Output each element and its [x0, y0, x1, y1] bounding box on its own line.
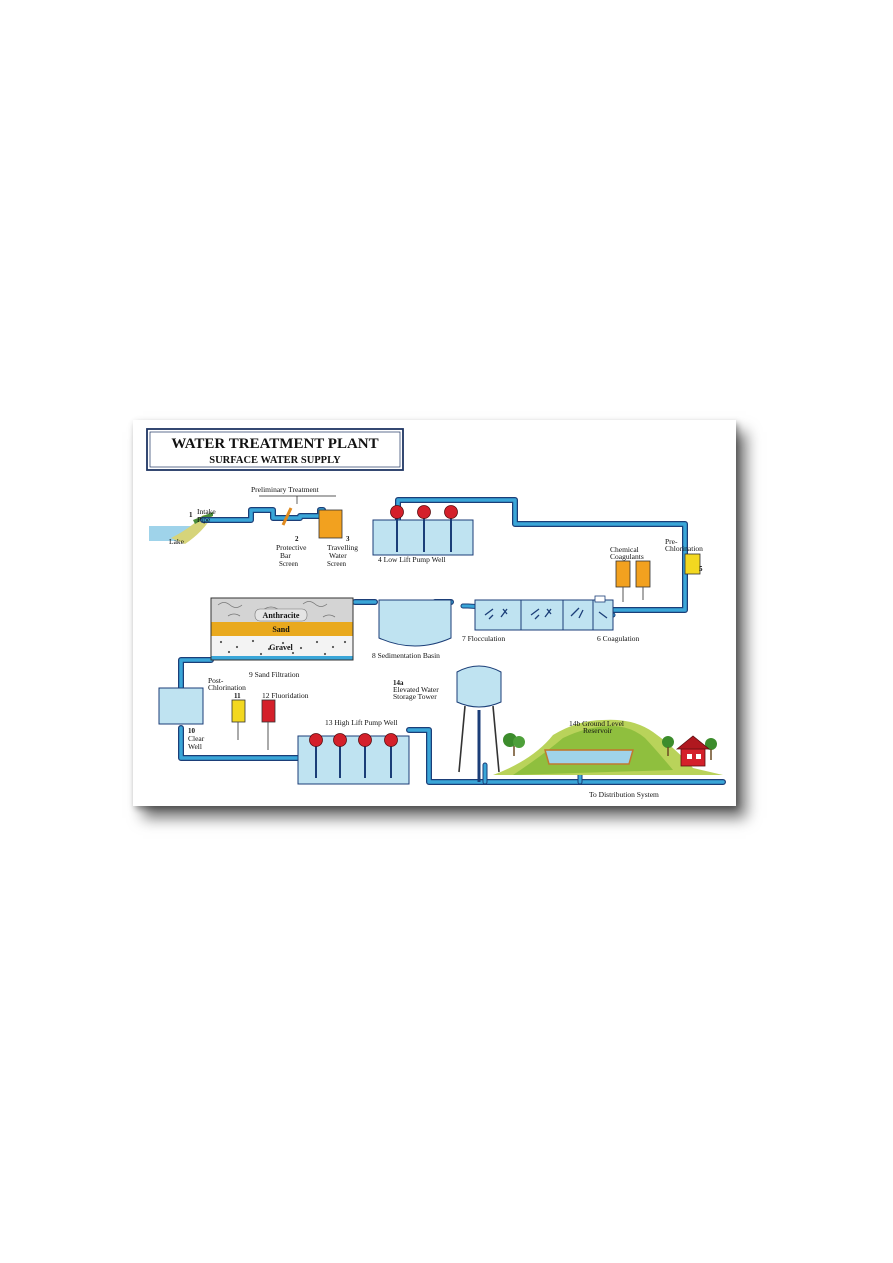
label-bar-number: 2	[295, 535, 299, 543]
clear-well	[158, 687, 204, 725]
label-travelling-line1: Travelling	[327, 543, 358, 552]
flocculation-basin	[474, 595, 614, 631]
label-clear-well-number: 10	[188, 727, 196, 735]
label-intake-line2: Pipe	[197, 515, 211, 524]
bar-screen	[281, 507, 293, 526]
pre-chlorination-tank	[684, 553, 701, 575]
label-distribution-system: To Distribution System	[589, 790, 659, 799]
post-chlorination-tank	[231, 699, 246, 740]
label-intake-number: 1	[189, 511, 193, 519]
sedimentation-basin	[378, 599, 452, 647]
label-fluoridation: 12 Fluoridation	[262, 691, 309, 700]
pump-motor-icon	[309, 733, 323, 778]
label-chemical-line1: Chemical	[610, 545, 639, 554]
ground-level-reservoir	[493, 719, 723, 775]
layer-label-gravel: Gravel	[269, 643, 293, 652]
chemical-coagulant-tanks	[615, 560, 651, 602]
label-coagulation: 6 Coagulation	[597, 634, 640, 643]
label-post-chlorination-line2: Chlorination	[208, 683, 246, 692]
label-tower-line1: Elevated Water	[393, 685, 439, 694]
pump-motor-icon	[390, 505, 404, 552]
label-bar-line1: Protective	[276, 543, 307, 552]
label-high-lift-pump-well: 13 High Lift Pump Well	[325, 718, 398, 727]
label-clear-well-line1: Clear	[188, 734, 205, 743]
pump-motor-icon	[417, 505, 431, 552]
pump-motor-icon	[333, 733, 347, 778]
label-pre-chlorination-number: 5	[699, 565, 703, 573]
tree-icon	[705, 738, 717, 760]
label-clear-well-line2: Well	[188, 742, 202, 751]
water-treatment-diagram: WATER TREATMENT PLANT SURFACE WATER SUPP…	[146, 428, 726, 799]
label-low-lift-pump-well: 4 Low Lift Pump Well	[378, 555, 446, 564]
label-travelling-line2: Water	[329, 551, 347, 560]
fluoridation-tank	[261, 699, 276, 750]
layer-label-anthracite: Anthracite	[263, 611, 300, 620]
page-title: WATER TREATMENT PLANT	[171, 436, 378, 452]
high-lift-pump-well	[297, 733, 410, 785]
pump-motor-icon	[358, 733, 372, 778]
label-bar-line2: Bar	[280, 551, 291, 560]
label-tower-number: 14a	[393, 679, 404, 687]
label-sand-filtration: 9 Sand Filtration	[249, 670, 300, 679]
elevated-water-tower	[456, 665, 502, 782]
title-box: WATER TREATMENT PLANT SURFACE WATER SUPP…	[146, 428, 404, 471]
label-intake-line1: Intake	[197, 507, 216, 516]
sand-filter: Anthracite Sand Gravel	[210, 597, 354, 661]
label-lake: Lake	[169, 537, 185, 546]
tree-icon	[503, 733, 525, 756]
label-tower-line2: Storage Tower	[393, 692, 437, 701]
label-flocculation: 7 Flocculation	[462, 634, 505, 643]
label-post-chlorination-line1: Post-	[208, 676, 224, 685]
label-reservoir-line1: 14b Ground Level	[569, 719, 624, 728]
diagram-card: WATER TREATMENT PLANT SURFACE WATER SUPP…	[133, 420, 736, 806]
label-pre-chlorination-line2: Chlorination	[665, 544, 703, 553]
label-chlorination-number: 11	[234, 692, 241, 700]
label-travelling-number: 3	[346, 535, 350, 543]
house-icon	[675, 735, 711, 767]
label-preliminary-treatment: Preliminary Treatment	[251, 485, 320, 494]
label-chemical-line2: Coagulants	[610, 552, 644, 561]
label-pre-chlorination-line1: Pre-	[665, 537, 678, 546]
label-bar-line3: Screen	[279, 560, 299, 568]
label-travelling-line3: Screen	[327, 560, 347, 568]
label-sedimentation-basin: 8 Sedimentation Basin	[372, 651, 440, 660]
label-reservoir-line2: Reservoir	[583, 726, 613, 735]
pump-motor-icon	[384, 733, 398, 778]
layer-label-sand: Sand	[272, 625, 290, 634]
tree-icon	[662, 736, 674, 756]
page-subtitle: SURFACE WATER SUPPLY	[209, 455, 341, 466]
travelling-water-screen	[318, 509, 343, 539]
low-lift-pump-well	[372, 505, 474, 556]
pump-motor-icon	[444, 505, 458, 552]
